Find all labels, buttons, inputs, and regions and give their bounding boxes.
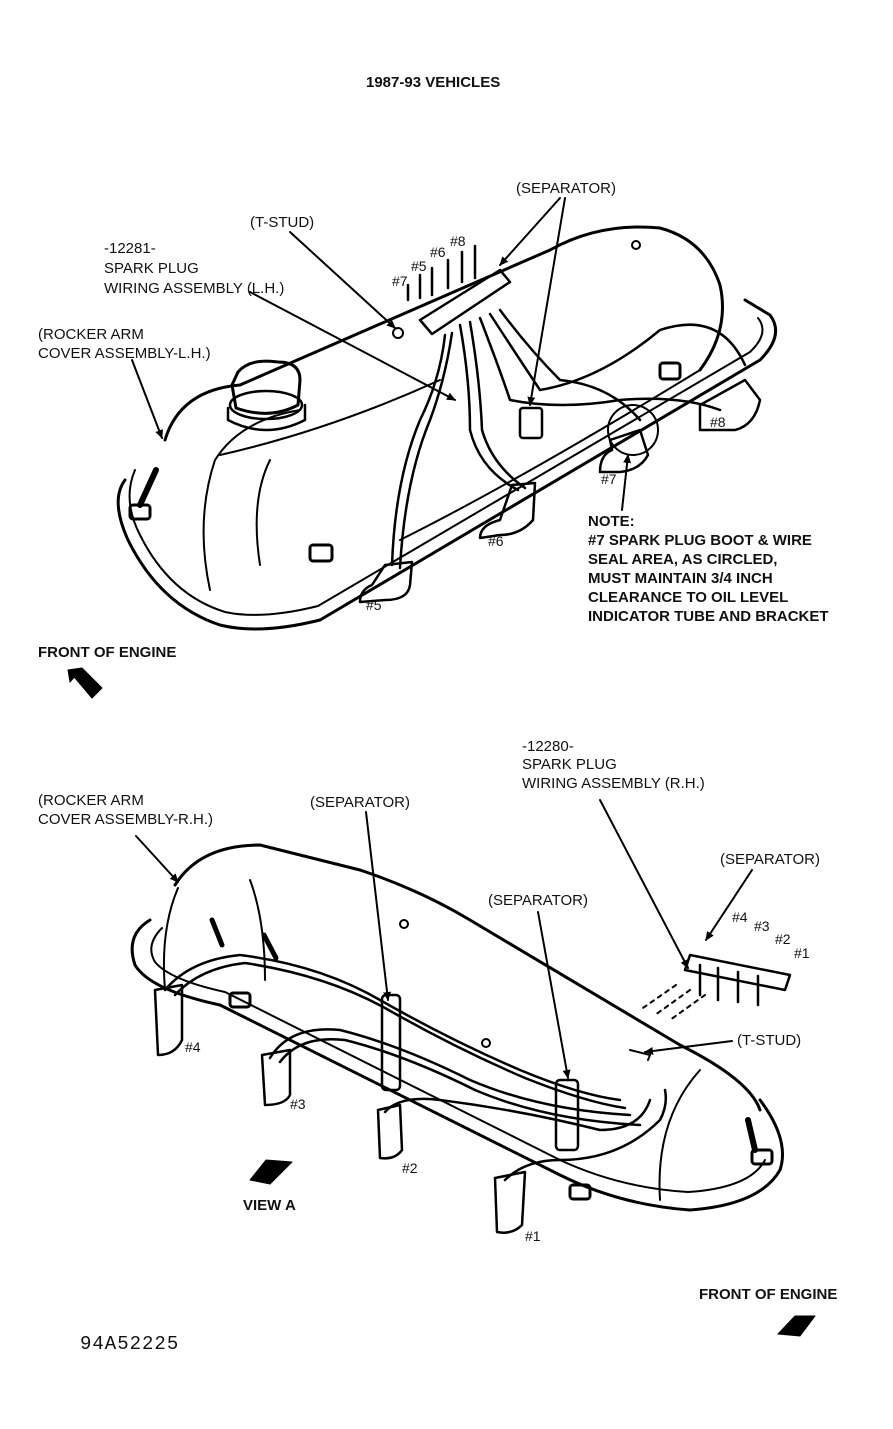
rh-wiring-part-number: -12280- [522, 738, 574, 755]
rh-wiring-name: SPARK PLUG [522, 756, 617, 773]
lh-boot-tag: #5 [366, 597, 382, 613]
lh-rocker-cover [116, 225, 778, 631]
note-line: INDICATOR TUBE AND BRACKET [588, 608, 829, 625]
view-a-label: VIEW A [243, 1197, 296, 1214]
front-of-engine-label-top: FRONT OF ENGINE [38, 644, 177, 661]
note-line: #7 SPARK PLUG BOOT & WIRE [588, 532, 812, 549]
rh-boot-tag: #3 [290, 1096, 306, 1112]
rh-boot-tag: #1 [525, 1228, 541, 1244]
rh-wiring-desc: WIRING ASSEMBLY (R.H.) [522, 775, 705, 792]
lh-separator-number: #8 [450, 233, 466, 249]
note-line: SEAL AREA, AS CIRCLED, [588, 551, 778, 568]
rh-separator-label-middle: (SEPARATOR) [488, 892, 589, 909]
lh-cover-desc: COVER ASSEMBLY-L.H.) [38, 345, 211, 362]
cover-bolt [568, 1183, 592, 1201]
lh-boot-tag: #6 [488, 533, 504, 549]
note-line: MUST MAINTAIN 3/4 INCH [588, 570, 773, 587]
cover-bolt [228, 991, 252, 1009]
lh-tstud-label: (T-STUD) [250, 214, 315, 231]
oil-filler-cap [226, 359, 307, 432]
rh-separator-label-right: (SEPARATOR) [720, 851, 821, 868]
lh-wiring-name: SPARK PLUG [104, 260, 199, 277]
rh-separator-number: #3 [754, 918, 770, 934]
front-of-engine-arrow-bottom [777, 1315, 816, 1337]
rh-separator-label-left: (SEPARATOR) [310, 794, 411, 811]
lh-separator-number: #6 [430, 244, 446, 260]
rh-cover-desc: COVER ASSEMBLY-R.H.) [38, 811, 214, 828]
lh-boot-tag: #8 [710, 414, 726, 430]
rh-separator-number: #1 [794, 945, 810, 961]
rh-cover-label: (ROCKER ARM [38, 792, 144, 809]
rh-leader-lines [135, 799, 753, 1079]
lh-boot-tag: #7 [601, 471, 617, 487]
rh-tstud-label: (T-STUD) [737, 1032, 802, 1049]
rh-separator-number: #2 [775, 931, 791, 947]
front-of-engine-arrow-top [67, 667, 103, 699]
rh-wires [153, 953, 792, 1234]
figure-id: 94A52225 [80, 1333, 180, 1355]
diagram-title: 1987-93 VEHICLES [366, 74, 501, 91]
lh-wires [358, 244, 762, 604]
view-a-arrow [249, 1159, 293, 1185]
lh-cover-label: (ROCKER ARM [38, 326, 144, 343]
rh-separator-number: #4 [732, 909, 748, 925]
cover-bolt [745, 1117, 774, 1166]
cover-bolt [308, 543, 334, 563]
lh-separator-number: #5 [411, 258, 427, 274]
lh-separator-label: (SEPARATOR) [516, 180, 617, 197]
note-heading: NOTE: [588, 513, 635, 530]
rh-rocker-cover [130, 843, 784, 1212]
cover-bolt [128, 467, 159, 521]
front-of-engine-label-bottom: FRONT OF ENGINE [699, 1286, 838, 1303]
lh-separator-number: #7 [392, 273, 408, 289]
note-line: CLEARANCE TO OIL LEVEL [588, 589, 789, 606]
rh-boot-tag: #2 [402, 1160, 418, 1176]
rh-boot-tag: #4 [185, 1039, 201, 1055]
lh-wiring-desc: WIRING ASSEMBLY (L.H.) [104, 280, 285, 297]
lh-leader-lines [131, 197, 632, 511]
cover-bolt [658, 361, 682, 381]
lh-wiring-part-number: -12281- [104, 240, 156, 257]
